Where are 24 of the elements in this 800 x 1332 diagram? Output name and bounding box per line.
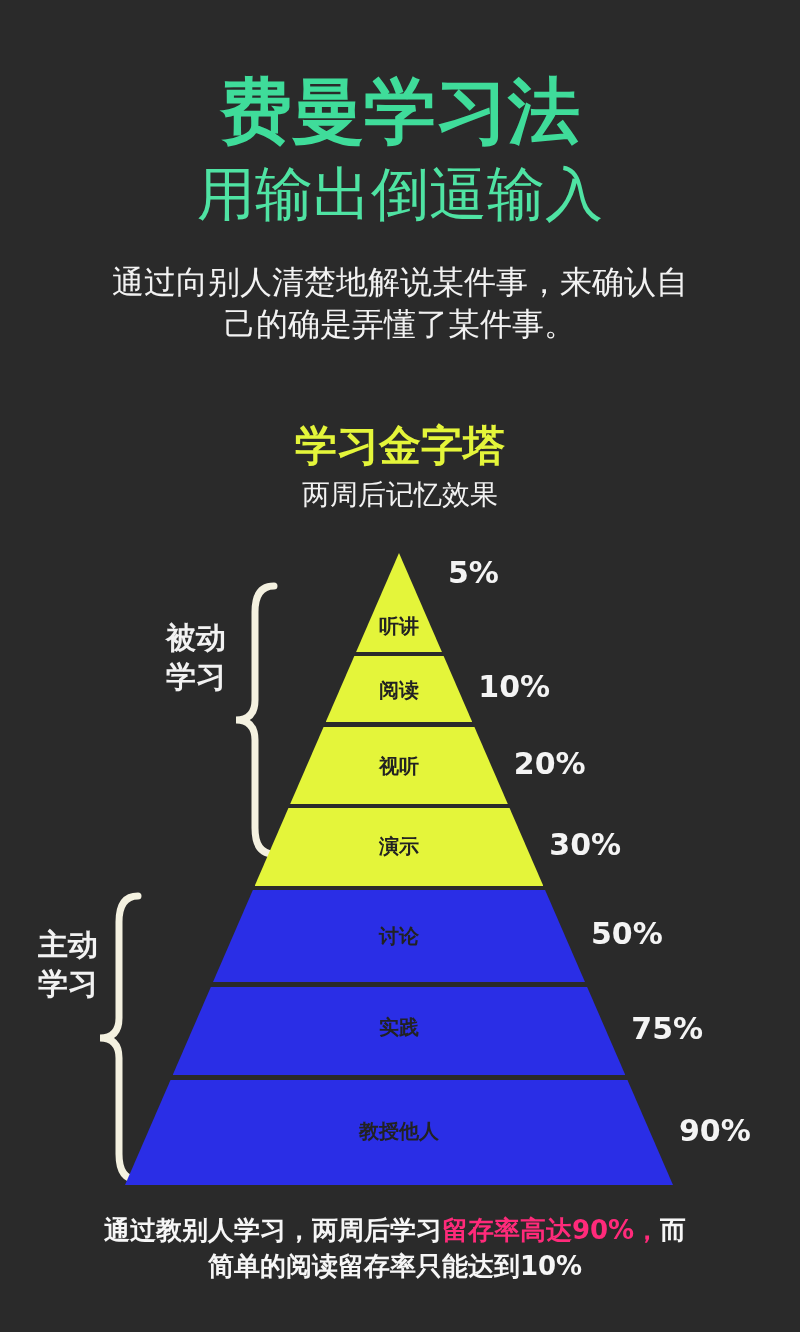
layer-label: 视听 xyxy=(379,753,419,780)
percentage-label: 30% xyxy=(549,827,622,862)
layer-label: 演示 xyxy=(379,833,419,860)
layer-label: 讨论 xyxy=(379,923,419,950)
subtitle: 用输出倒逼输入 xyxy=(197,160,603,230)
layer-label: 听讲 xyxy=(379,613,419,640)
title: 费曼学习法 xyxy=(220,72,580,152)
caption: 通过教别人学习，两周后学习留存率高达90%，而简单的阅读留存率只能达到10% xyxy=(102,1214,688,1284)
percentage-label: 50% xyxy=(591,916,663,951)
group-label: 主动学习 xyxy=(38,926,99,1003)
group-label: 被动学习 xyxy=(166,619,227,696)
layer-label: 教授他人 xyxy=(359,1118,439,1145)
layer-label: 实践 xyxy=(379,1014,419,1041)
description: 通过向别人清楚地解说某件事，来确认自己的确是弄懂了某件事。 xyxy=(111,262,689,345)
layer-label: 阅读 xyxy=(379,677,419,704)
pyramid-subtitle: 两周后记忆效果 xyxy=(302,477,498,513)
percentage-label: 5% xyxy=(447,554,499,590)
percentage-label: 20% xyxy=(513,745,586,781)
percentage-label: 10% xyxy=(478,669,551,704)
percentage-label: 75% xyxy=(631,1011,704,1046)
pyramid-layer xyxy=(125,1080,673,1185)
pyramid-layer xyxy=(254,808,544,886)
pyramid-heading: 学习金字塔 xyxy=(295,420,505,472)
percentage-label: 90% xyxy=(679,1112,751,1148)
